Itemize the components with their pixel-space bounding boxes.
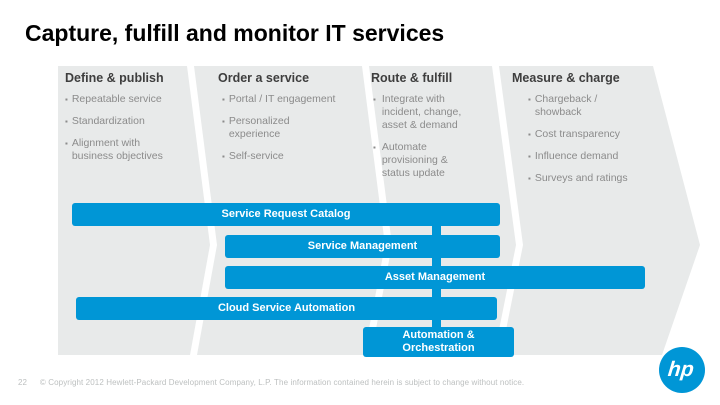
- bullet-item: ▪Alignment with business objectives: [65, 137, 163, 162]
- square-bullet-icon: ▪: [65, 117, 68, 126]
- bar-service-management: Service Management: [225, 235, 500, 258]
- square-bullet-icon: ▪: [373, 143, 376, 152]
- square-bullet-icon: ▪: [528, 152, 531, 161]
- column-header: Route & fulfill: [371, 71, 453, 85]
- bar-automation-orchestration: Automation & Orchestration: [363, 327, 514, 357]
- square-bullet-icon: ▪: [222, 117, 225, 126]
- bar-service-request-catalog: Service Request Catalog: [72, 203, 500, 226]
- square-bullet-icon: ▪: [528, 95, 531, 104]
- bullet-item: ▪Integrate with incident, change, asset …: [373, 93, 462, 131]
- bullet-item: ▪Self-service: [222, 150, 284, 162]
- slide-footer: 22 © Copyright 2012 Hewlett-Packard Deve…: [18, 378, 524, 387]
- bullet-item: ▪Personalized experience: [222, 115, 290, 140]
- hp-logo-text: hp: [666, 357, 695, 381]
- column-route-fulfill: Route & fulfill ▪Integrate with incident…: [371, 71, 493, 189]
- page-number: 22: [18, 378, 27, 387]
- bullet-item: ▪Portal / IT engagement: [222, 93, 336, 105]
- column-define-publish: Define & publish ▪Repeatable service ▪St…: [65, 71, 193, 172]
- bullet-item: ▪Surveys and ratings: [528, 172, 628, 184]
- bullet-item: ▪Influence demand: [528, 150, 619, 162]
- bullet-item: ▪Repeatable service: [65, 93, 162, 105]
- column-header: Order a service: [218, 71, 310, 85]
- hp-logo-icon: hp: [659, 347, 705, 393]
- square-bullet-icon: ▪: [528, 130, 531, 139]
- bullet-item: ▪Standardization: [65, 115, 145, 127]
- column-order-service: Order a service ▪Portal / IT engagement …: [218, 71, 360, 172]
- bullet-item: ▪Cost transparency: [528, 128, 621, 140]
- copyright-text: © Copyright 2012 Hewlett-Packard Develop…: [39, 378, 525, 387]
- column-measure-charge: Measure & charge ▪Chargeback / showback …: [512, 71, 662, 194]
- square-bullet-icon: ▪: [222, 152, 225, 161]
- column-header: Define & publish: [65, 71, 164, 85]
- square-bullet-icon: ▪: [222, 95, 225, 104]
- square-bullet-icon: ▪: [528, 174, 531, 183]
- bullet-item: ▪Automate provisioning & status update: [373, 141, 448, 179]
- bar-cloud-service-automation: Cloud Service Automation: [76, 297, 497, 320]
- column-header: Measure & charge: [512, 71, 620, 85]
- square-bullet-icon: ▪: [65, 95, 68, 104]
- bullet-item: ▪Chargeback / showback: [528, 93, 598, 118]
- slide-title: Capture, fulfill and monitor IT services: [25, 20, 445, 46]
- bar-asset-management: Asset Management: [225, 266, 645, 289]
- square-bullet-icon: ▪: [65, 139, 68, 148]
- square-bullet-icon: ▪: [373, 95, 376, 104]
